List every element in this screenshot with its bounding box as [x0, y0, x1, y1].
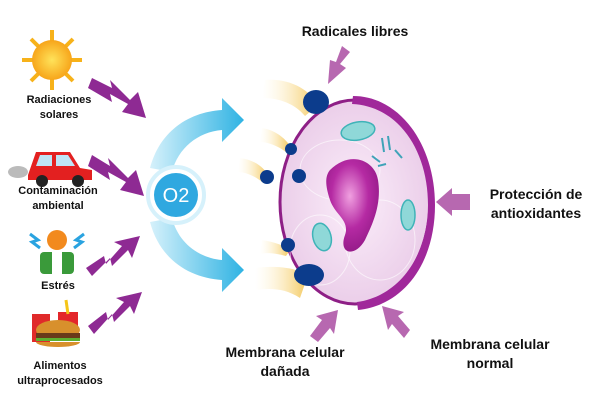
cause-label-line: ultraprocesados — [17, 374, 103, 387]
label-line: antioxidantes — [490, 204, 582, 221]
dna-fragments — [371, 135, 403, 167]
fast-food-icon — [32, 299, 80, 347]
cell — [278, 96, 435, 310]
zigzag-arrow-icon — [88, 155, 144, 196]
label-line: Protección de — [489, 186, 583, 202]
protection-label: Protección de antioxidantes — [472, 185, 600, 223]
zigzag-arrow-icon — [88, 78, 146, 118]
arrow-damaged-icon — [310, 310, 338, 342]
sun-icon — [22, 30, 82, 90]
oxygen-label: O2 — [162, 185, 190, 207]
cause-label-line: solares — [39, 108, 79, 121]
cause-label-stress: Estrés — [0, 279, 116, 294]
cause-label-line: ambiental — [32, 199, 84, 212]
damaged-membrane-label: Membrana celular dañada — [205, 343, 365, 381]
cause-label-line: Contaminación — [18, 185, 98, 197]
radicales-libres-label: Radicales libres — [301, 23, 409, 39]
arrow-up-right-icon — [150, 98, 244, 172]
arrow-radicales-icon — [328, 46, 350, 84]
label-line: normal — [466, 354, 514, 371]
cause-label-line: Radiaciones — [26, 94, 92, 106]
cause-label-food: Alimentos ultraprocesados — [0, 359, 120, 389]
cause-arrows — [86, 78, 146, 334]
stressed-person-icon — [28, 230, 86, 274]
oxygen-arrows — [150, 98, 244, 292]
zigzag-arrow-icon — [88, 292, 142, 334]
cause-label-pollution: Contaminación ambiental — [0, 184, 116, 214]
arrow-normal-icon — [382, 306, 410, 338]
label-line: Membrana celular — [430, 336, 550, 352]
normal-membrane-label: Membrana celular normal — [410, 335, 570, 373]
zigzag-arrow-icon — [86, 236, 140, 276]
label-arrows — [310, 46, 470, 342]
oxygen-molecule — [146, 165, 206, 225]
arrow-protection-icon — [436, 188, 470, 216]
mitochondria — [311, 120, 416, 252]
arrow-down-right-icon — [150, 218, 244, 292]
label-line: Membrana celular — [225, 344, 345, 360]
car-icon — [8, 152, 92, 187]
free-radicals — [260, 90, 329, 286]
radical-trails — [238, 79, 318, 298]
cause-label-line: Estrés — [41, 280, 75, 292]
cause-label-solar: Radiaciones solares — [0, 93, 118, 123]
nucleus — [326, 159, 379, 252]
cause-label-line: Alimentos — [33, 360, 87, 372]
label-line: dañada — [260, 362, 310, 379]
